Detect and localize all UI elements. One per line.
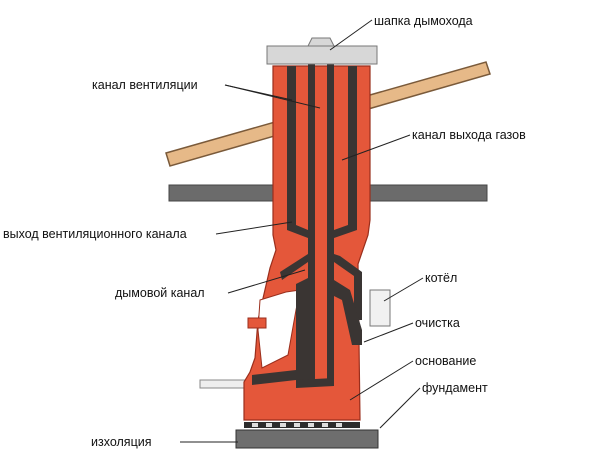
label-gas-outlet-channel: канал выхода газов	[412, 128, 526, 142]
floor-line	[199, 379, 251, 389]
left-cavity	[257, 289, 301, 369]
label-foundation: фундамент	[422, 381, 488, 395]
left-step	[247, 317, 267, 329]
chimney-cap	[266, 45, 378, 65]
flue-walls	[252, 54, 362, 388]
label-ventilation-exit: выход вентиляционного канала	[3, 227, 187, 241]
label-base: основание	[415, 354, 476, 368]
cap-vent	[307, 37, 335, 47]
label-cap: шапка дымохода	[374, 14, 473, 28]
foundation-slab	[235, 429, 379, 449]
label-boiler: котёл	[425, 271, 457, 285]
leader-lines	[180, 19, 424, 443]
label-ventilation-channel: канал вентиляции	[92, 78, 198, 92]
label-smoke-channel: дымовой канал	[115, 286, 205, 300]
insulation-layer	[244, 422, 360, 428]
label-cleaning: очистка	[415, 316, 460, 330]
insulation-gaps	[252, 423, 342, 427]
label-insulation: изхоляция	[91, 435, 151, 449]
boiler-box	[369, 289, 391, 327]
